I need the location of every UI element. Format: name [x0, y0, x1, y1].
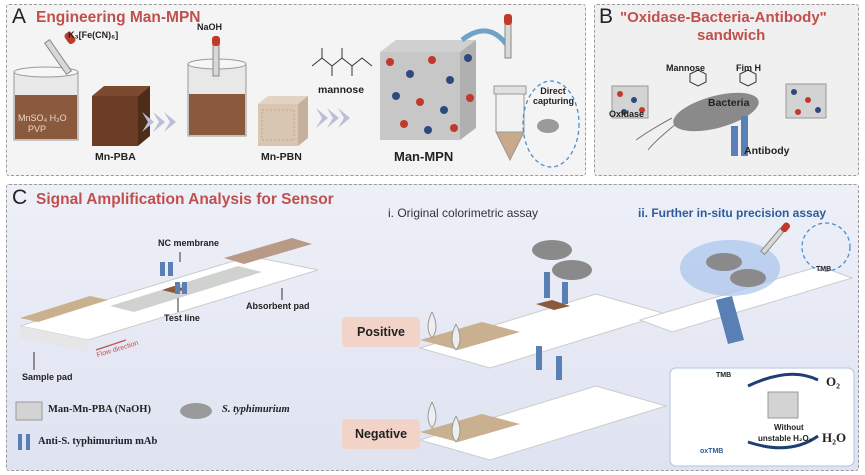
positive-label: Positive — [342, 317, 420, 347]
sample-pad-label: Sample pad — [22, 372, 73, 382]
arrow-chevrons-icon — [316, 108, 350, 128]
flagella — [635, 117, 677, 151]
tmb-circle — [801, 222, 851, 272]
mn-pba-label: Mn-PBA — [95, 151, 136, 163]
naoh-label: NaOH — [197, 22, 223, 32]
beaker-icon — [13, 66, 79, 141]
oxtmb-label: oxTMB — [700, 448, 724, 455]
panel-b-letter: B — [599, 5, 614, 28]
precision-strip — [638, 240, 854, 344]
man-mpn-label: Man-MPN — [394, 149, 454, 164]
direct-capturing-circle — [522, 80, 580, 168]
negative-label: Negative — [342, 419, 420, 449]
reaction-arrow-icon — [747, 434, 819, 450]
panel-b-title-2: sandwich — [697, 27, 766, 44]
test-strip — [19, 238, 319, 352]
strip-antibody-icon — [160, 262, 187, 294]
tmb-label: TMB — [816, 266, 832, 273]
o2-label: O₂ — [826, 374, 841, 389]
subtitle-original-assay: i. Original colorimetric assay — [388, 206, 539, 220]
legend-antibody-label: Anti-S. typhimurium mAb — [38, 436, 158, 447]
fim-h-label: Fim H — [736, 63, 762, 73]
h2o-label: H₂O — [822, 430, 847, 445]
bacteria-icon — [537, 119, 559, 133]
bacteria-icon — [673, 92, 759, 132]
absorbent-pad-label: Absorbent pad — [246, 301, 310, 311]
without-label-1: Without — [774, 423, 804, 432]
man-mpn-atoms — [386, 54, 474, 134]
nc-membrane-label: NC membrane — [158, 238, 220, 248]
negative-antibody-icon — [536, 346, 562, 380]
negative-strip — [418, 385, 668, 461]
mannose-hexagon-icon — [689, 69, 707, 87]
legend-antibody-icon — [18, 434, 30, 450]
legend-man-label: Man-Mn-PBA (NaOH) — [48, 404, 151, 415]
antibody-label: Antibody — [744, 145, 790, 157]
flow-arrow-icon — [95, 339, 127, 351]
without-label-2: unstable H₂O₂ — [758, 434, 813, 443]
bacteria-label: Bacteria — [708, 97, 750, 109]
beaker-text-2: PVP — [28, 124, 47, 134]
beaker-text-1: MnSO₄ H₂O — [18, 113, 67, 123]
positive-complex — [532, 240, 592, 304]
mannose-molecule-icon — [311, 48, 373, 76]
nanozyme-cube-icon — [767, 391, 799, 419]
oxidase-label: Oxidase — [609, 109, 645, 119]
reaction-arrow-icon — [747, 372, 819, 388]
k3-label: K₃[Fe(CN)₆] — [68, 30, 119, 40]
legend-man-icon — [15, 401, 43, 421]
mannose-label: mannose — [318, 84, 365, 96]
subtitle-precision-assay: ii. Further in-situ precision assay — [638, 206, 827, 220]
tmb-label-2: TMB — [716, 372, 732, 379]
mn-pbn-label: Mn-PBN — [261, 151, 302, 163]
legend-bacteria-icon — [180, 403, 212, 419]
pipette-icon — [504, 14, 512, 59]
tube-icon — [493, 85, 527, 162]
mannose-hexagon-icon — [739, 69, 757, 87]
mn-pba-cube-icon — [92, 86, 150, 146]
panel-b-title-1: "Oxidase-Bacteria-Antibody" — [620, 9, 827, 26]
mn-pbn-cube-icon — [258, 96, 308, 146]
direct-capturing-label: Direct capturing — [533, 86, 575, 106]
curved-arrow-icon — [460, 28, 508, 46]
pipette-icon — [43, 31, 76, 75]
panel-a-title: Engineering Man-MPN — [36, 9, 201, 26]
antibody-icon — [731, 116, 748, 156]
mannose-label-b: Mannose — [666, 63, 706, 73]
pipette-icon — [212, 36, 220, 77]
panel-a-letter: A — [12, 5, 27, 28]
panel-c-letter: C — [12, 186, 28, 209]
legend-bacteria-label: S. typhimurium — [222, 404, 290, 415]
pipette-icon — [760, 222, 791, 256]
arrow-chevrons-icon — [142, 112, 176, 132]
test-line-label: Test line — [164, 313, 200, 323]
panel-c-title: Signal Amplification Analysis for Sensor — [36, 191, 334, 208]
droplet-icon — [427, 401, 461, 443]
droplet-icon — [427, 311, 461, 351]
